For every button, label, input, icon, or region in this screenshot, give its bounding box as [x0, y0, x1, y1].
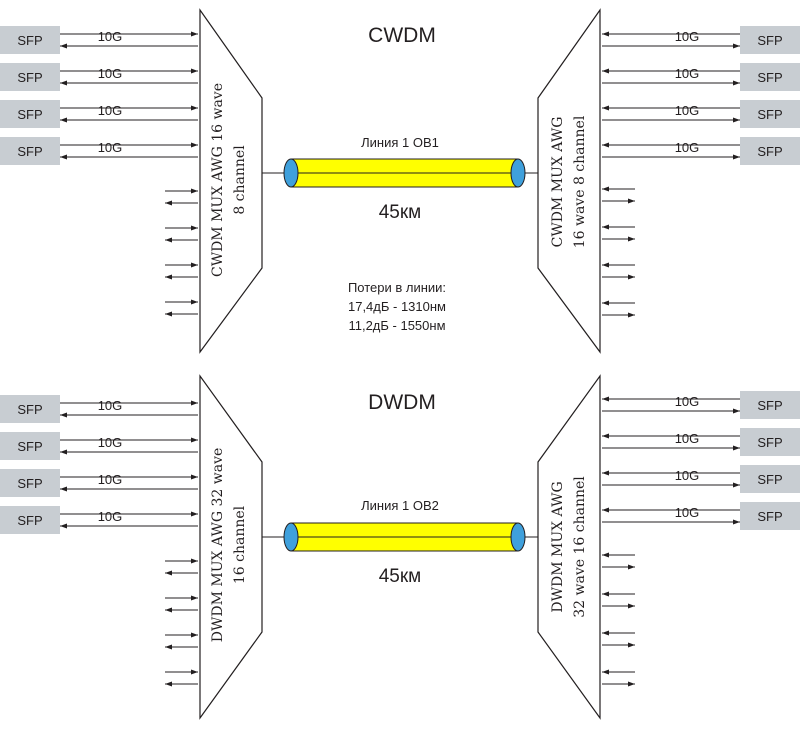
speed-label: 10G [675, 505, 700, 520]
speed-label: 10G [98, 29, 123, 44]
sfp-label: SFP [757, 398, 782, 413]
sfp-module [740, 465, 800, 493]
speed-label: 10G [675, 394, 700, 409]
sfp-module [0, 137, 60, 165]
sfp-module [0, 506, 60, 534]
sfp-label: SFP [17, 402, 42, 417]
sfp-label: SFP [757, 509, 782, 524]
right-mux-label-line2: 32 wave 16 channel [572, 476, 588, 618]
section-title: CWDM [368, 24, 436, 47]
fiber-end-right [510, 158, 526, 188]
sfp-label: SFP [757, 33, 782, 48]
loss-1310: 17,4дБ - 1310нм [348, 299, 446, 314]
right-ports: SFP 10G SFP 10G SFP 10G SFP 10G [602, 26, 800, 318]
sfp-module [740, 391, 800, 419]
sfp-module [740, 137, 800, 165]
speed-label: 10G [675, 103, 700, 118]
sfp-module [0, 26, 60, 54]
distance-label: 45км [379, 566, 422, 587]
sfp-module [740, 26, 800, 54]
section-title: DWDM [368, 391, 436, 414]
left-mux-label-line1: DWDM MUX AWG 32 wave [210, 448, 226, 643]
speed-label: 10G [98, 103, 123, 118]
fiber-line: Линия 1 ОВ1 45км [262, 135, 538, 223]
speed-label: 10G [675, 140, 700, 155]
left-mux-label-line1: CWDM MUX AWG 16 wave [210, 83, 226, 277]
sfp-module [740, 63, 800, 91]
speed-label: 10G [98, 509, 123, 524]
dwdm-section: DWDM DWDM MUX AWG 32 wave 16 channel DWD… [0, 374, 800, 720]
sfp-label: SFP [17, 33, 42, 48]
sfp-label: SFP [757, 435, 782, 450]
right-ports: SFP 10G SFP 10G SFP 10G SFP 10G [602, 391, 800, 687]
loss-1550: 11,2дБ - 1550нм [348, 318, 445, 333]
speed-label: 10G [98, 66, 123, 81]
sfp-module [0, 63, 60, 91]
right-mux-trapezoid [537, 8, 601, 354]
fiber-end-left [283, 522, 299, 552]
left-mux-label-line2: 16 channel [232, 505, 248, 584]
sfp-module [740, 502, 800, 530]
loss-title: Потери в линии: [348, 280, 446, 295]
fiber-line-label: Линия 1 ОВ2 [361, 498, 439, 513]
sfp-label: SFP [17, 439, 42, 454]
speed-label: 10G [675, 431, 700, 446]
left-mux-label-line2: 8 channel [232, 145, 248, 215]
speed-label: 10G [98, 140, 123, 155]
sfp-module [0, 469, 60, 497]
sfp-label: SFP [757, 144, 782, 159]
fiber-line: Линия 1 ОВ2 45км [262, 498, 538, 587]
line-losses: Потери в линии: 17,4дБ - 1310нм 11,2дБ -… [348, 280, 446, 333]
sfp-module [0, 432, 60, 460]
left-mux: DWDM MUX AWG 32 wave 16 channel [199, 374, 263, 720]
left-ports: SFP 10G SFP 10G SFP 10G SFP 10G [0, 26, 198, 317]
left-mux: CWDM MUX AWG 16 wave 8 channel [199, 8, 263, 354]
sfp-module [0, 100, 60, 128]
fiber-end-right [510, 522, 526, 552]
right-mux: CWDM MUX AWG 16 wave 8 channel [537, 8, 601, 354]
right-mux: DWDM MUX AWG 32 wave 16 channel [537, 374, 601, 720]
speed-label: 10G [98, 472, 123, 487]
sfp-label: SFP [17, 476, 42, 491]
right-mux-label-line1: CWDM MUX AWG [550, 117, 566, 248]
sfp-label: SFP [17, 513, 42, 528]
fiber-line-label: Линия 1 ОВ1 [361, 135, 439, 150]
sfp-module [740, 428, 800, 456]
sfp-module [740, 100, 800, 128]
speed-label: 10G [675, 468, 700, 483]
right-mux-trapezoid [537, 374, 601, 720]
speed-label: 10G [675, 66, 700, 81]
left-mux-trapezoid [199, 374, 263, 720]
sfp-label: SFP [757, 70, 782, 85]
sfp-module [0, 395, 60, 423]
fiber-end-left [283, 158, 299, 188]
speed-label: 10G [98, 435, 123, 450]
sfp-label: SFP [757, 107, 782, 122]
sfp-label: SFP [17, 144, 42, 159]
right-mux-label-line2: 16 wave 8 channel [572, 115, 588, 248]
speed-label: 10G [98, 398, 123, 413]
cwdm-section: CWDM CWDM MUX AWG 16 wave 8 channel CWDM… [0, 8, 800, 354]
speed-label: 10G [675, 29, 700, 44]
right-mux-label-line1: DWDM MUX AWG [550, 481, 566, 612]
left-mux-trapezoid [199, 8, 263, 354]
sfp-label: SFP [757, 472, 782, 487]
distance-label: 45км [379, 202, 422, 223]
sfp-label: SFP [17, 70, 42, 85]
left-ports: SFP 10G SFP 10G SFP 10G SFP 10G [0, 395, 198, 687]
sfp-label: SFP [17, 107, 42, 122]
